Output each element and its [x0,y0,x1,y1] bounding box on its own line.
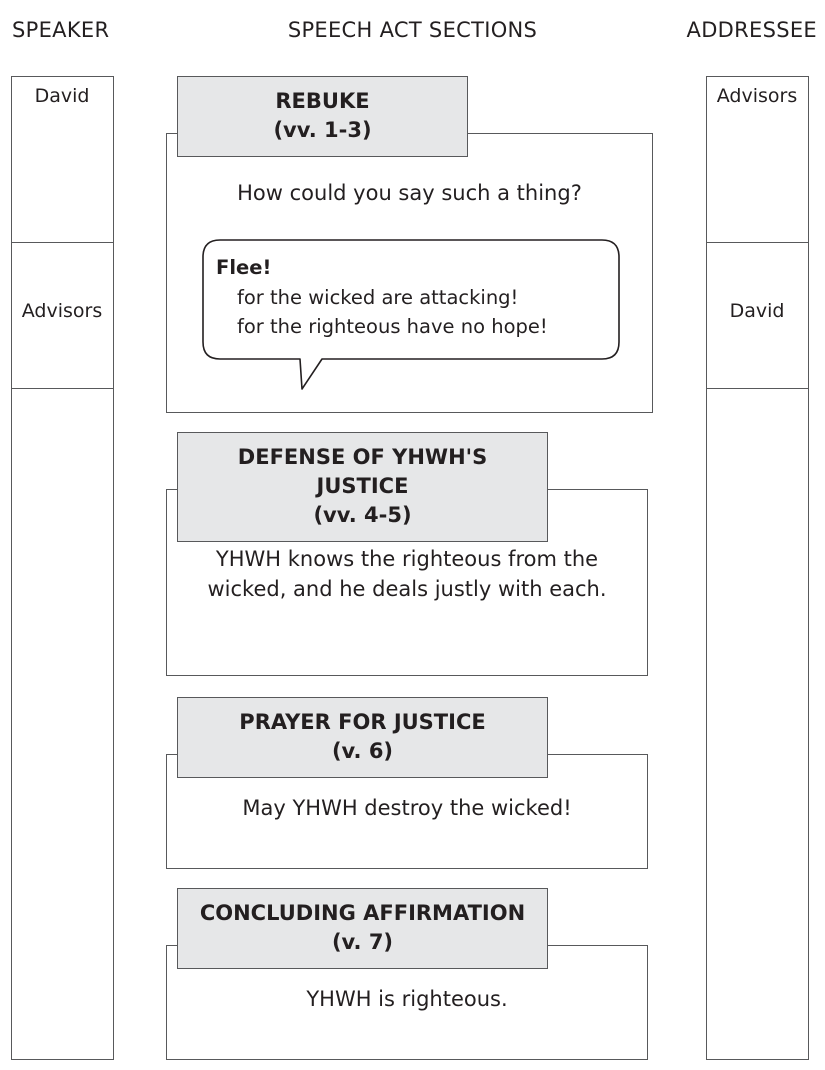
section-header-concluding: CONCLUDING AFFIRMATION (v. 7) [177,888,548,969]
section-reference-concluding: (v. 7) [331,929,394,954]
section-title-prayer: PRAYER FOR JUSTICE [239,710,486,734]
section-header-defense: DEFENSE OF YHWH'S JUSTICE (vv. 4-5) [177,432,548,542]
addressee-cell-1: Advisors [705,76,809,243]
section-text-prayer: May YHWH destroy the wicked! [242,796,572,820]
quote-line-2: for the righteous have no hope! [237,315,548,339]
addressee-cell-2-label: David [729,299,785,322]
section-text-defense: YHWH knows the righteous from the wicked… [207,547,607,602]
addressee-cell-1-label: Advisors [716,84,798,107]
speech-act-sections-column-header: SPEECH ACT SECTIONS [287,18,538,42]
section-title-defense: DEFENSE OF YHWH'S JUSTICE [237,445,488,498]
speech-act-section-rebuke: How could you say such a thing? Flee! fo… [166,76,653,413]
section-text-concluding: YHWH is righteous. [306,987,508,1011]
section-header-rebuke: REBUKE (vv. 1-3) [177,76,468,157]
speaker-cell-1: David [10,76,114,243]
section-title-concluding: CONCLUDING AFFIRMATION [199,901,526,925]
section-reference-rebuke: (vv. 1-3) [273,117,372,142]
section-title-rebuke: REBUKE [275,89,370,113]
speech-act-section-prayer: May YHWH destroy the wicked! PRAYER FOR … [166,697,648,869]
section-text-rebuke: How could you say such a thing? [237,181,582,205]
speaker-cell-2: Advisors [10,243,114,389]
addressee-cell-3 [706,389,809,1063]
speaker-cell-1-label: David [34,84,90,107]
speaker-column-header: SPEAKER [12,18,110,42]
speech-act-section-concluding: YHWH is righteous. CONCLUDING AFFIRMATIO… [166,888,648,1060]
quote-lead: Flee! [216,256,272,279]
speaker-column: David Advisors [10,76,114,1063]
addressee-column-header: ADDRESSEE [686,18,817,42]
addressee-column: Advisors David [705,76,809,1063]
speech-act-section-defense: YHWH knows the righteous from the wicked… [166,432,648,676]
speaker-cell-2-label: Advisors [21,299,103,322]
quote-line-1: for the wicked are attacking! [237,285,519,309]
section-reference-defense: (vv. 4-5) [313,502,412,527]
quote-text: Flee! for the wicked are attacking! for … [216,253,608,342]
addressee-cell-2: David [705,243,809,389]
speaker-cell-3 [11,389,114,1063]
quote-speech-bubble: Flee! for the wicked are attacking! for … [202,239,620,391]
section-reference-prayer: (v. 6) [331,738,394,763]
section-header-prayer: PRAYER FOR JUSTICE (v. 6) [177,697,548,778]
